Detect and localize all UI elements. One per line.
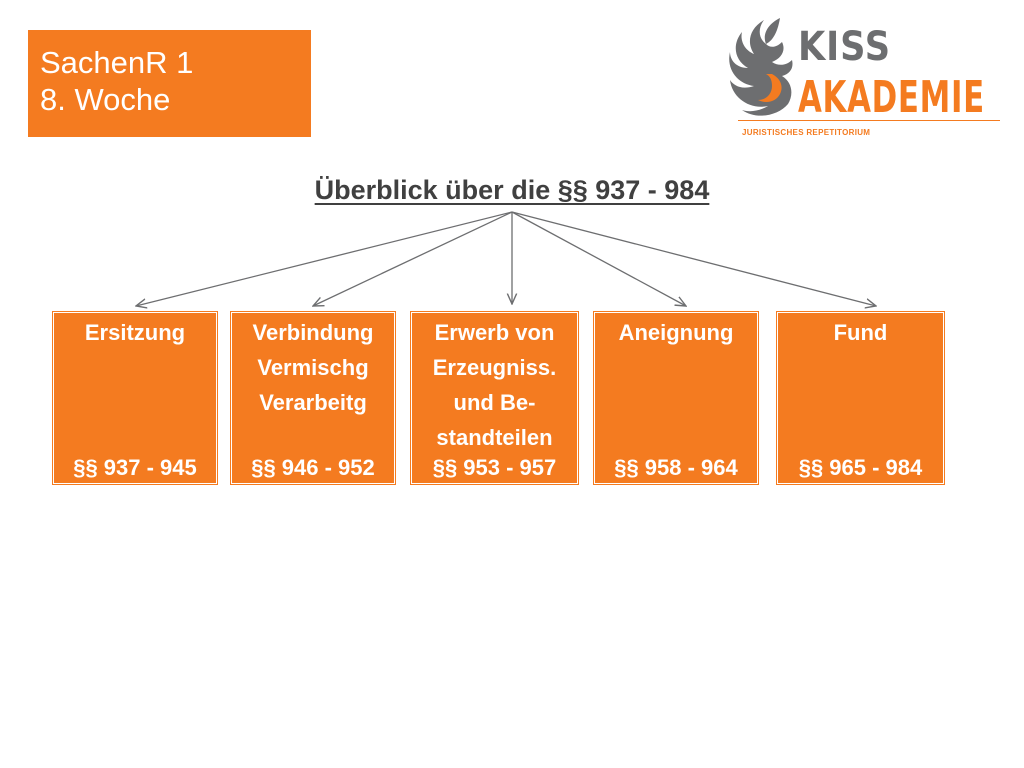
logo-tagline: JURISTISCHES REPETITORIUM — [742, 128, 871, 137]
node-sections: §§ 953 - 957 — [432, 455, 557, 480]
slide-title-box: SachenR 1 8. Woche — [28, 30, 311, 137]
arrow-to-fund — [511, 211, 876, 306]
node-sections: §§ 937 - 945 — [73, 455, 197, 480]
node-label: Erwerb von Erzeugniss. und Be- standteil… — [432, 320, 557, 450]
node-verbindung: Verbindung Vermischg Verarbeitg §§ 946 -… — [231, 312, 395, 484]
arrow-to-ersitzung — [136, 211, 513, 306]
node-sections: §§ 946 - 952 — [251, 455, 375, 480]
logo-divider — [738, 120, 1000, 121]
arrow-to-aneignung — [511, 211, 686, 306]
node-sections: §§ 958 - 964 — [614, 455, 738, 480]
node-ersitzung: Ersitzung §§ 937 - 945 — [53, 312, 217, 484]
node-label: Fund — [833, 320, 888, 345]
node-fund: Fund §§ 965 - 984 — [777, 312, 944, 484]
node-label: Aneignung — [618, 320, 734, 345]
logo-word-akademie: AKADEMIE — [798, 72, 985, 123]
node-sections: §§ 965 - 984 — [798, 455, 923, 480]
node-label: Ersitzung — [84, 320, 186, 345]
arrow-to-verbindung — [313, 211, 513, 306]
kiss-akademie-logo: KISS AKADEMIE JURISTISCHES REPETITORIUM — [728, 14, 1004, 144]
slide-title-line1: SachenR 1 — [40, 45, 194, 80]
node-label: Verbindung Vermischg Verarbeitg — [252, 320, 374, 415]
logo-flame-icon — [729, 18, 793, 116]
slide-title-line2: 8. Woche — [40, 82, 171, 117]
logo-word-kiss: KISS — [798, 24, 892, 70]
node-aneignung: Aneignung §§ 958 - 964 — [594, 312, 758, 484]
diagram-heading: Überblick über die §§ 937 - 984 — [314, 175, 710, 205]
node-erwerb: Erwerb von Erzeugniss. und Be- standteil… — [411, 312, 578, 484]
